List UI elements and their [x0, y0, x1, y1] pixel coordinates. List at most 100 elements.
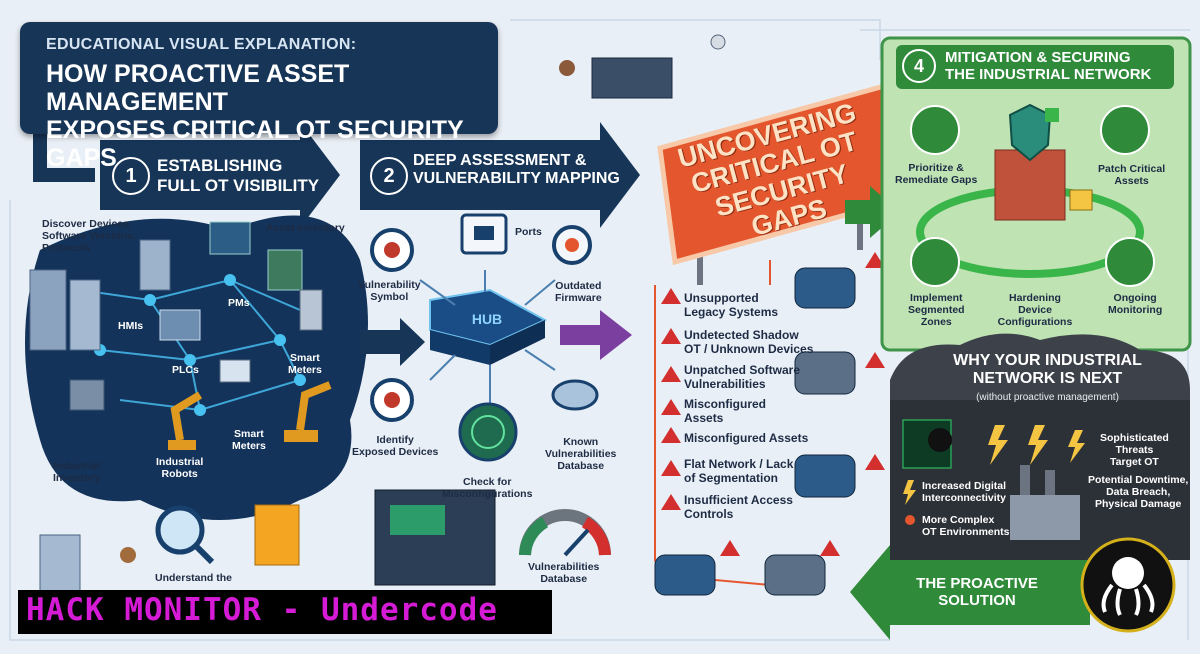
smart-meters-1-line-1: Smart [290, 352, 320, 364]
chart-monitor-icon [267, 249, 303, 291]
vuln-symbol-line-1: Vulnerability [358, 279, 421, 291]
robot-arm-icon [168, 391, 203, 450]
vuln-db-gauge-label: Vulnerabilities Database [528, 561, 599, 585]
shield-icon [1008, 103, 1052, 162]
downtime-line-3: Physical Damage [1094, 498, 1182, 511]
complex-label: More Complex OT Environments [922, 514, 1010, 538]
complex-line-2: OT Environments [922, 526, 1010, 539]
network-blob [25, 215, 368, 521]
checklist-board-icon [254, 504, 300, 566]
downtime-line-2: Data Breach, [1106, 486, 1171, 499]
known-line-1: Known [563, 436, 599, 448]
discover-line-3: Protocols [42, 242, 91, 255]
magnifier-icon [155, 505, 205, 555]
smart-meters-1-line-2: Meters [288, 364, 322, 377]
gap-item-flat-network: Flat Network / Lack of Segmentation [684, 457, 793, 486]
title-banner: EDUCATIONAL VISUAL EXPLANATION: HOW PROA… [20, 22, 498, 172]
robot-icon [710, 34, 726, 50]
factory-icon [1010, 465, 1080, 540]
ongoing-line-2: Monitoring [1108, 304, 1163, 317]
blob-to-hub-arrow [360, 318, 425, 366]
radar-ring-icon [471, 415, 505, 449]
plc-device-icon [219, 359, 251, 383]
threats-line-1: Sophisticated [1100, 432, 1169, 444]
complex-gear-icon [905, 515, 915, 525]
check-line-2: Misconfigurations [442, 488, 533, 501]
plcs-label: PLCs [172, 364, 199, 376]
gauge-needle-icon [563, 528, 590, 557]
why-subtitle: (without proactive management) [976, 392, 1119, 403]
pump-warning-icons [720, 252, 885, 556]
outdated-line-1: Outdated [555, 280, 602, 292]
asset-inventory-label: Asset Inventory [266, 222, 345, 234]
gap-item-shadow-ot: Undetected Shadow OT / Unknown Devices [684, 328, 814, 357]
step4-number: 4 [902, 49, 936, 83]
solution-line-1: THE PROACTIVE [916, 575, 1038, 592]
step1-arrow [100, 122, 340, 228]
identify-line-2: Exposed Devices [352, 446, 439, 459]
step4-line-1: MITIGATION & SECURING [945, 49, 1131, 66]
why-line-1: WHY YOUR INDUSTRIAL [953, 352, 1142, 369]
discover-line-2: Software Versions, [42, 230, 136, 243]
hardening-line-1: Hardening [1009, 292, 1061, 304]
hub-chip-icon [429, 288, 548, 365]
person-icon [120, 547, 136, 563]
known-line-3: Database [557, 460, 605, 473]
smart-meters-2-line-2: Meters [232, 440, 266, 453]
digital-label: Increased Digital Interconnectivity [922, 480, 1006, 504]
industrial-robots-line-2: Robots [161, 468, 198, 481]
brand-text: HACK MONITOR - Undercode [26, 592, 498, 628]
step4-title: MITIGATION & SECURING THE INDUSTRIAL NET… [945, 49, 1151, 84]
implement-line-1: Implement [910, 292, 963, 304]
identify-line-1: Identify [376, 434, 414, 446]
monitoring-gear-icon [1105, 237, 1155, 287]
patch-line-2: Assets [1114, 175, 1149, 188]
industrial-inventory-label: Industrial Inventory [53, 460, 100, 484]
hardening-label: Hardening Device Configurations [995, 292, 1075, 328]
padlock-icon [1069, 189, 1093, 211]
robot-arm-icon-2 [284, 381, 332, 442]
title-line-2: EXPOSES CRITICAL OT SECURITY GAPS [46, 116, 464, 172]
step4-line-2: THE INDUSTRIAL NETWORK [945, 66, 1152, 84]
machine-screen-icon [390, 505, 445, 535]
gauge-green-icon [519, 516, 549, 556]
digital-line-1: Increased Digital [922, 480, 1007, 492]
outdated-line-2: Firmware [555, 292, 602, 305]
vulnerability-symbol-label: Vulnerability Symbol [358, 279, 421, 303]
ongoing-label: Ongoing Monitoring [1108, 292, 1162, 316]
digital-line-2: Interconnectivity [922, 492, 1007, 505]
discover-label: Discover Devices, Software Versions, Pro… [42, 218, 136, 254]
patch-line-1: Patch Critical [1098, 163, 1166, 175]
hub-to-gaps-arrow [560, 310, 632, 360]
solution-line-2: SOLUTION [938, 592, 1016, 610]
server-rack-icon [29, 269, 101, 351]
pump-icons [654, 267, 856, 596]
outdated-firmware-label: Outdated Firmware [555, 280, 602, 304]
gap-item-unsupported: Unsupported Legacy Systems [684, 291, 778, 320]
mitigation-header [896, 45, 1174, 89]
industrial-inventory-line-1: Industrial [53, 460, 101, 472]
downtime-line-1: Potential Downtime, [1088, 474, 1189, 486]
gap-6-line-2: of Segmentation [684, 470, 779, 485]
industrial-robots-label: Industrial Robots [156, 456, 203, 480]
monitor-icon [209, 221, 251, 255]
step1-line-1: ESTABLISHING [157, 156, 283, 175]
to-mitigation-arrow [845, 186, 900, 238]
hub-connectors [419, 270, 556, 410]
industrial-inventory-line-2: Inventory [53, 472, 101, 485]
server-tower-icon [139, 239, 171, 291]
prioritize-line-1: Prioritize & [908, 162, 964, 174]
vuln-symbol-line-2: Symbol [370, 291, 409, 304]
smart-meters-2-line-1: Smart [234, 428, 264, 440]
gear-icon [565, 238, 579, 252]
server-stack-icon [39, 534, 81, 596]
gap-2-line-2: OT / Unknown Devices [684, 341, 814, 356]
title-line-1: HOW PROACTIVE ASSET MANAGEMENT [46, 60, 350, 116]
step1-number: 1 [112, 157, 150, 195]
threats-line-3: Target OT [1110, 456, 1159, 469]
implement-line-3: Zones [920, 316, 952, 329]
check-misconfig-label: Check for Misconfigurations [442, 476, 532, 500]
implement-line-2: Segmented [908, 304, 965, 317]
ports-label: Ports [515, 226, 542, 238]
octopus-head-icon [1112, 557, 1144, 589]
